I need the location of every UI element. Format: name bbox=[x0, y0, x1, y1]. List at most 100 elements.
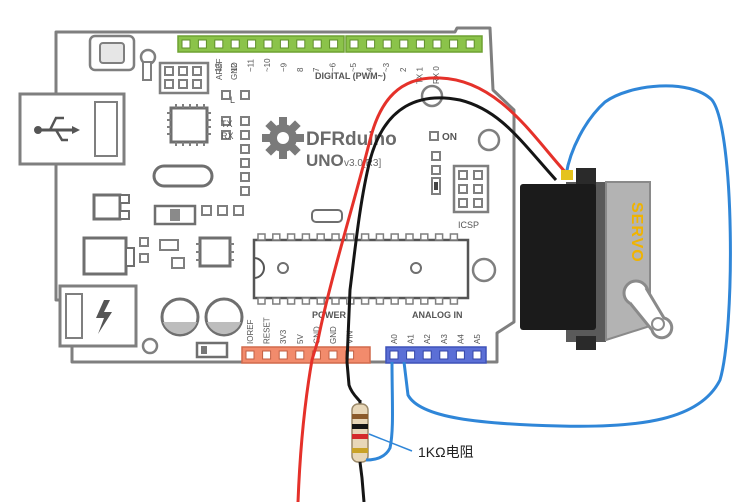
servo-motor: SERVO bbox=[520, 168, 674, 350]
power-pin-label: 3V3 bbox=[279, 329, 288, 344]
analog-pin-label: A5 bbox=[473, 334, 482, 344]
analog-pin bbox=[406, 350, 416, 360]
digital-pin bbox=[449, 39, 459, 49]
digital-pin-label: 2 bbox=[399, 67, 408, 72]
crystal-small bbox=[311, 209, 343, 223]
analog-pin bbox=[389, 350, 399, 360]
digital-pin bbox=[465, 39, 475, 49]
small-caps bbox=[139, 205, 244, 269]
power-pin-labels: IOREF RESET 3V3 5V GND GND VIN bbox=[246, 317, 355, 344]
icsp-usb-header bbox=[158, 61, 210, 95]
chip-pin bbox=[420, 297, 429, 305]
digital-pin-label: TX 1 bbox=[415, 67, 424, 84]
digital-pin-label: 12 bbox=[230, 63, 239, 72]
digital-pin bbox=[279, 39, 289, 49]
chip-pin bbox=[420, 233, 429, 241]
capacitors bbox=[160, 297, 244, 337]
wire-blue-signal bbox=[402, 84, 732, 428]
digital-pin bbox=[382, 39, 392, 49]
digital-header-label: DIGITAL (PWM~) bbox=[315, 71, 386, 81]
chip-pin bbox=[301, 297, 311, 305]
digital-pin bbox=[312, 39, 322, 49]
digital-header bbox=[177, 35, 483, 53]
digital-pin-label: 13 bbox=[214, 63, 223, 72]
power-pin bbox=[278, 350, 288, 360]
digital-pin bbox=[399, 39, 409, 49]
digital-pin bbox=[214, 39, 224, 49]
chip-pin bbox=[346, 233, 355, 241]
main-microcontroller bbox=[252, 233, 470, 305]
chip-pin bbox=[449, 297, 459, 305]
power-pin-label: GND bbox=[312, 326, 321, 344]
voltage-regulators bbox=[82, 193, 135, 276]
chip-pin bbox=[360, 297, 370, 305]
aref-label: AREF bbox=[215, 59, 224, 80]
usb-chip bbox=[167, 104, 211, 146]
mounting-holes bbox=[139, 48, 501, 355]
analog-pin-label: A1 bbox=[407, 334, 416, 344]
dfrobot-gear-logo bbox=[262, 117, 304, 159]
on-label: ON bbox=[442, 132, 457, 143]
chip-pin bbox=[316, 233, 325, 241]
on-led: ON bbox=[429, 131, 457, 143]
digital-pin bbox=[366, 39, 376, 49]
analog-pin bbox=[422, 350, 432, 360]
digital-pin-label: 4 bbox=[366, 67, 375, 72]
power-pin-label: VIN bbox=[346, 330, 355, 344]
chip-pin bbox=[301, 233, 311, 241]
chip-pin bbox=[449, 233, 459, 241]
wire-connector bbox=[561, 170, 573, 180]
icsp-header: ICSP bbox=[452, 164, 490, 230]
digital-pin bbox=[415, 39, 425, 49]
rx-label: RX bbox=[221, 131, 234, 141]
icsp-label: ICSP bbox=[458, 220, 479, 230]
power-pin-label: GND bbox=[329, 326, 338, 344]
analog-pin bbox=[439, 350, 449, 360]
digital-pin bbox=[197, 39, 207, 49]
analog-pin-label: A3 bbox=[440, 334, 449, 344]
digital-pin bbox=[230, 39, 240, 49]
chip-pin bbox=[257, 233, 266, 241]
chip-pin bbox=[316, 297, 325, 305]
chip-pin bbox=[331, 297, 340, 305]
power-pin-label: 5V bbox=[296, 334, 305, 344]
power-pin bbox=[262, 350, 272, 360]
digital-pin bbox=[349, 39, 359, 49]
chip-pin bbox=[272, 233, 281, 241]
power-header-label: POWER bbox=[312, 310, 347, 320]
gnd-label: GND bbox=[230, 62, 239, 80]
chip-pin bbox=[286, 297, 296, 305]
chip-pin bbox=[375, 233, 385, 241]
resistor-label: 1KΩ电阻 bbox=[418, 444, 474, 460]
chip-pin bbox=[360, 233, 370, 241]
op-amp-chip bbox=[196, 236, 234, 268]
chip-pin bbox=[390, 233, 399, 241]
chip-pin bbox=[375, 297, 385, 305]
analog-pin bbox=[455, 350, 465, 360]
analog-header bbox=[385, 346, 487, 364]
analog-pin-label: A4 bbox=[456, 334, 465, 344]
reset-button bbox=[88, 34, 136, 72]
small-component bbox=[142, 61, 152, 81]
resistor-callout-line bbox=[368, 433, 413, 452]
digital-pin bbox=[181, 39, 191, 49]
digital-pin bbox=[247, 39, 257, 49]
fuse bbox=[153, 204, 197, 226]
power-pin-label: IOREF bbox=[246, 319, 255, 344]
chip-pin bbox=[390, 297, 399, 305]
digital-pin bbox=[329, 39, 339, 49]
status-leds bbox=[221, 90, 250, 196]
digital-pin-label: 7 bbox=[312, 67, 321, 72]
chip-pin bbox=[272, 297, 281, 305]
chip-pin bbox=[405, 233, 414, 241]
digital-pin-label: ~9 bbox=[279, 62, 288, 72]
power-pin-label: RESET bbox=[263, 317, 272, 344]
digital-pin-label: 8 bbox=[296, 67, 305, 72]
wire-red bbox=[296, 76, 570, 502]
dc-barrel-jack bbox=[58, 284, 138, 348]
analog-pin-label: A2 bbox=[423, 334, 432, 344]
resistor bbox=[351, 400, 369, 463]
digital-pin-label: ~3 bbox=[382, 62, 391, 72]
